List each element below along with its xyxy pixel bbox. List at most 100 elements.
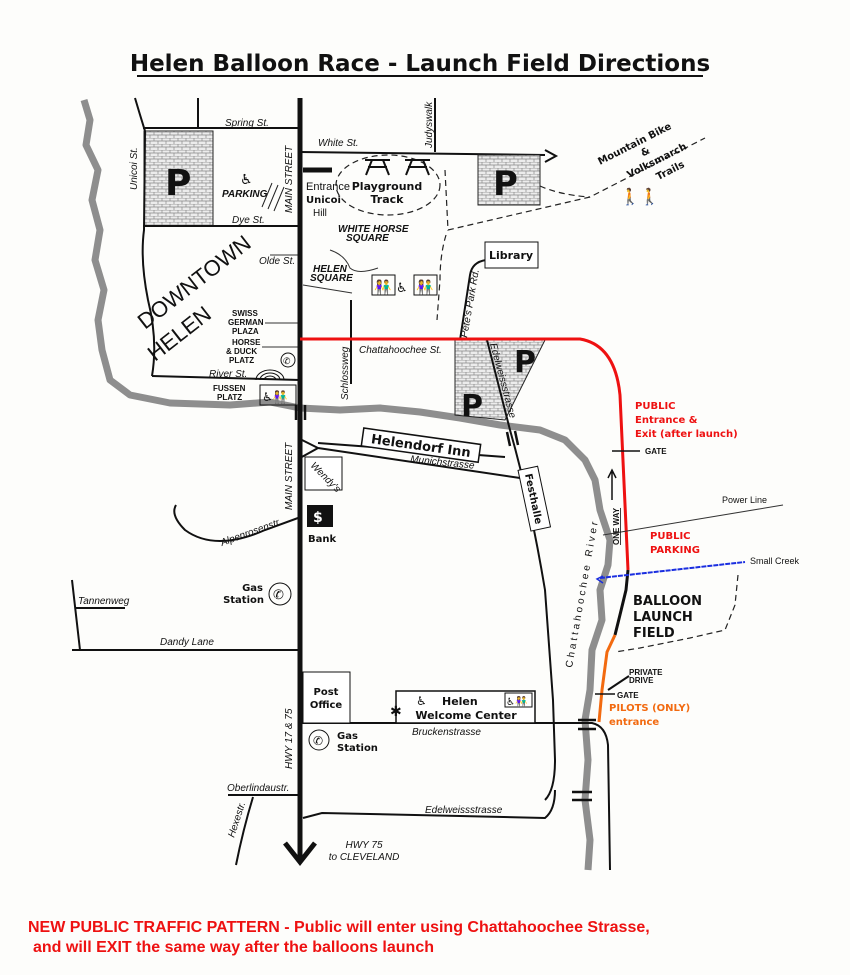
label-bank: Bank [308, 534, 336, 545]
label-private: PRIVATE [629, 668, 663, 677]
hikers-icon: 🚶🚶 [620, 187, 660, 206]
private-drive-road [607, 675, 630, 691]
parking-p-icon: P [165, 163, 191, 204]
trail-link [539, 185, 591, 198]
parking-p-icon: P [493, 164, 518, 204]
label-power-line: Power Line [722, 495, 767, 505]
svg-text:👫: 👫 [374, 279, 392, 296]
label-unicoi-st: Unicoi St. [129, 147, 140, 190]
label-petes-park-rd: Pete's Park Rd. [459, 268, 482, 338]
wheelchair-icon: ♿ [240, 172, 253, 188]
asterisk-icon: ✱ [390, 704, 402, 720]
label-one-way: ONE WAY [612, 507, 621, 545]
chattahoochee-river [80, 98, 614, 871]
phone-icon [308, 729, 330, 751]
label-station-1: Station [223, 595, 264, 606]
label-dye-st: Dye St. [232, 215, 265, 226]
phone-icon [280, 352, 296, 368]
restroom-icons: 👫 ♿ 👫 [371, 274, 438, 296]
label-spring-st: Spring St. [225, 118, 269, 129]
label-fussen: FUSSEN [213, 384, 246, 393]
label-unicoi: Unicoi [306, 195, 341, 206]
label-white-st: White St. [318, 138, 359, 149]
wheelchair-icon: ♿ [416, 694, 427, 708]
parking-p-icon: P [461, 389, 483, 424]
label-alpenrosenstr: Alpenrosenstr. [218, 517, 283, 550]
restroom-icon-box [259, 384, 297, 406]
pilots-route [597, 634, 617, 723]
label-drive: DRIVE [629, 676, 654, 685]
launch-field-boundary [614, 574, 739, 653]
map-title: Helen Balloon Race - Launch Field Direct… [130, 51, 710, 77]
label-white-horse: WHITE HORSE [338, 224, 409, 235]
label-public-entrance-3: Exit (after launch) [635, 429, 738, 440]
label-platz: PLATZ [229, 356, 254, 365]
notice-line-1: NEW PUBLIC TRAFFIC PATTERN - Public will… [28, 919, 650, 936]
volksmarch-trail [444, 137, 706, 231]
label-hwy-75: HWY 75 [345, 840, 382, 851]
side-lanes [262, 254, 298, 348]
edelweissstrasse-road [486, 339, 557, 801]
one-way-arrow-icon [607, 468, 617, 500]
edelweissstrasse-bottom-road [302, 789, 556, 820]
phone-icon [268, 582, 292, 606]
phone-glyph: ✆ [313, 734, 323, 748]
river-st-road [151, 375, 301, 381]
label-fussen-platz: PLATZ [217, 393, 242, 402]
spring-st-road [143, 98, 300, 129]
label-edelweissstrasse-bottom: Edelweissstrasse [425, 805, 503, 816]
label-public-entrance-2: Entrance & [635, 415, 698, 426]
label-schlossweg: Schlossweg [340, 346, 351, 400]
bruckenstrasse-road [300, 722, 611, 871]
south-arrow-icon [283, 841, 317, 867]
festhalle: Festhalle [517, 465, 552, 532]
svg-text:👫: 👫 [416, 279, 434, 296]
petes-park-rd-road [459, 259, 487, 341]
label-public-entrance-1: PUBLIC [635, 401, 676, 412]
picnic-table-icon [365, 159, 430, 176]
library-box [484, 241, 539, 269]
label-parking: PARKING [222, 189, 268, 200]
playground-track [335, 154, 441, 216]
label-station-2: Station [337, 743, 378, 754]
label-post: Post [314, 687, 339, 698]
alpenrosenstr-road [173, 504, 299, 542]
creek-arrow-icon [595, 575, 604, 584]
restroom-icon-box [504, 692, 533, 708]
label-main-street-mid: MAIN STREET [284, 442, 295, 510]
label-chattahoochee-st: Chattahoochee St. [359, 345, 442, 356]
label-small-creek: Small Creek [750, 556, 800, 566]
label-pilots-only: PILOTS (ONLY) [609, 703, 690, 714]
restroom-icon: ♿👫 [506, 695, 528, 708]
festhalle-box [517, 465, 552, 532]
dollar-glyph: $ [313, 510, 323, 526]
helendorf-inn-box [360, 427, 482, 464]
svg-text:♿: ♿ [396, 281, 408, 296]
label-duck: & DUCK [226, 347, 257, 356]
post-office-box [302, 671, 351, 724]
label-playground: Playground [352, 180, 422, 193]
helen-square-path [302, 284, 353, 294]
label-judyswalk: Judyswalk [424, 101, 435, 149]
label-horse: HORSE [232, 338, 261, 347]
tannenweg-road [71, 579, 125, 651]
unicoi-st-road [134, 97, 156, 377]
label-olde-st: Olde St. [259, 256, 295, 267]
phone-glyph: ✆ [283, 357, 291, 367]
label-pilots-entrance: entrance [609, 717, 659, 728]
label-balloon: BALLOON [633, 594, 702, 609]
bridge-marks [294, 405, 596, 802]
public-route [300, 337, 630, 571]
label-gate-bottom: GATE [617, 691, 639, 700]
label-tannenweg: Tannenweg [78, 596, 130, 607]
label-welcome-center: Welcome Center [415, 709, 517, 722]
label-plaza: PLAZA [232, 327, 259, 336]
label-hill: Hill [313, 208, 327, 219]
label-helen-square-1: HELEN [313, 264, 348, 275]
label-dandy-lane: Dandy Lane [160, 637, 214, 648]
label-gate-top: GATE [645, 447, 667, 456]
label-launch: LAUNCH [633, 610, 693, 625]
label-track: Track [371, 193, 405, 206]
bandstand-icon [255, 369, 285, 381]
